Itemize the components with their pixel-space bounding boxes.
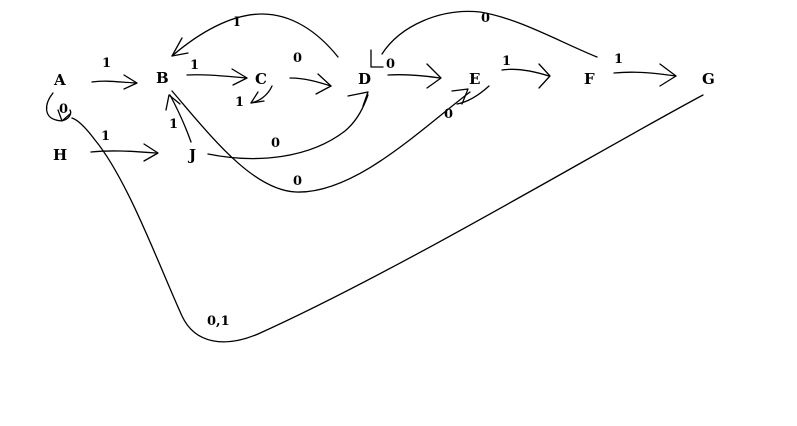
node-h[interactable]: H bbox=[53, 146, 67, 164]
nodes: A B C D E F G H J bbox=[53, 69, 715, 164]
edge-a-a bbox=[45, 92, 72, 122]
edge-a-b bbox=[91, 74, 138, 90]
edge-label-d-e: 0 bbox=[386, 57, 395, 72]
edge-e-f bbox=[501, 63, 551, 89]
edge-labels: 1 0 1 1 0 I 0 1 1 0 1 1 0 0 0 0,1 bbox=[59, 11, 623, 329]
edge-label-f-g: 1 bbox=[614, 52, 623, 67]
edge-h-j bbox=[90, 143, 159, 162]
edge-f-g bbox=[613, 63, 677, 87]
edge-j-b bbox=[165, 94, 192, 143]
node-d[interactable]: D bbox=[358, 70, 371, 88]
node-e[interactable]: E bbox=[469, 70, 480, 88]
edge-j-d bbox=[207, 91, 369, 160]
edge-b-e bbox=[171, 90, 471, 193]
edge-label-d-b: I bbox=[234, 15, 240, 30]
edge-label-c-c: 1 bbox=[235, 95, 244, 110]
edge-b-c bbox=[186, 68, 248, 86]
node-a[interactable]: A bbox=[53, 71, 66, 89]
edges bbox=[45, 10, 704, 343]
edge-label-j-b: 1 bbox=[169, 117, 178, 132]
edge-label-c-d: 0 bbox=[293, 51, 302, 66]
node-j[interactable]: J bbox=[187, 146, 196, 164]
edge-label-a-a: 0 bbox=[59, 102, 68, 117]
node-g[interactable]: G bbox=[702, 70, 715, 88]
edge-f-d bbox=[370, 10, 598, 68]
edge-c-c bbox=[250, 85, 273, 104]
edge-d-b bbox=[171, 13, 339, 58]
edge-label-b-c: 1 bbox=[190, 58, 199, 73]
edge-g-a bbox=[71, 94, 704, 343]
edge-label-e-f: 1 bbox=[502, 54, 511, 69]
edge-label-g-a: 0,1 bbox=[207, 314, 230, 329]
node-b[interactable]: B bbox=[156, 69, 169, 87]
edge-e-e bbox=[451, 85, 490, 105]
edge-label-j-d: 0 bbox=[271, 136, 280, 151]
edge-label-e-e: 0 bbox=[444, 107, 453, 122]
edge-c-d bbox=[289, 73, 332, 95]
edge-label-b-e: 0 bbox=[293, 174, 302, 189]
edge-d-e bbox=[387, 63, 442, 89]
edge-label-f-d: 0 bbox=[481, 11, 490, 26]
node-f[interactable]: F bbox=[584, 70, 595, 88]
node-c[interactable]: C bbox=[255, 70, 267, 88]
edge-label-h-j: 1 bbox=[101, 129, 110, 144]
edge-label-a-b: 1 bbox=[102, 56, 111, 71]
